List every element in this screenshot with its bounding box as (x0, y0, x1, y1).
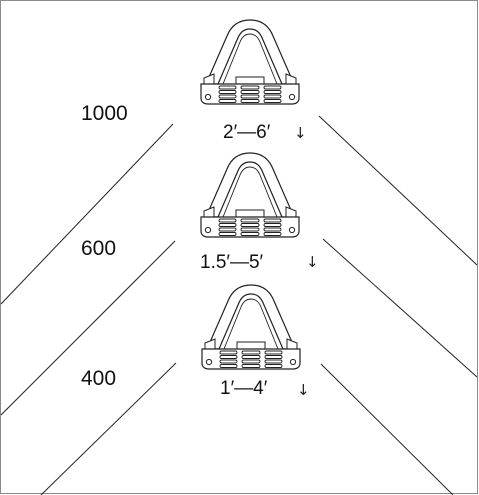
height-range-label: 1.5′—5′ (200, 252, 264, 273)
left-guide-tier-2 (1, 240, 176, 416)
right-guide-tier-1 (318, 115, 478, 266)
left-guide-tier-1 (1, 123, 174, 305)
tier-value-label: 400 (81, 367, 117, 390)
tier-value-label: 1000 (81, 102, 128, 125)
left-guide-tier-3 (40, 362, 177, 495)
clamp-device-icon (200, 19, 300, 105)
down-arrow-icon: ↓ (294, 124, 307, 142)
right-guide-tier-2 (322, 238, 478, 378)
height-range-label: 1′—4′ (220, 378, 268, 399)
tier-value-label: 600 (81, 237, 117, 260)
right-guide-tier-3 (320, 363, 454, 495)
down-arrow-icon: ↓ (297, 381, 310, 399)
height-range-label: 2′—6′ (223, 122, 271, 143)
clamp-device-icon (200, 152, 300, 238)
clamp-device-icon (201, 284, 301, 370)
down-arrow-icon: ↓ (306, 253, 319, 271)
